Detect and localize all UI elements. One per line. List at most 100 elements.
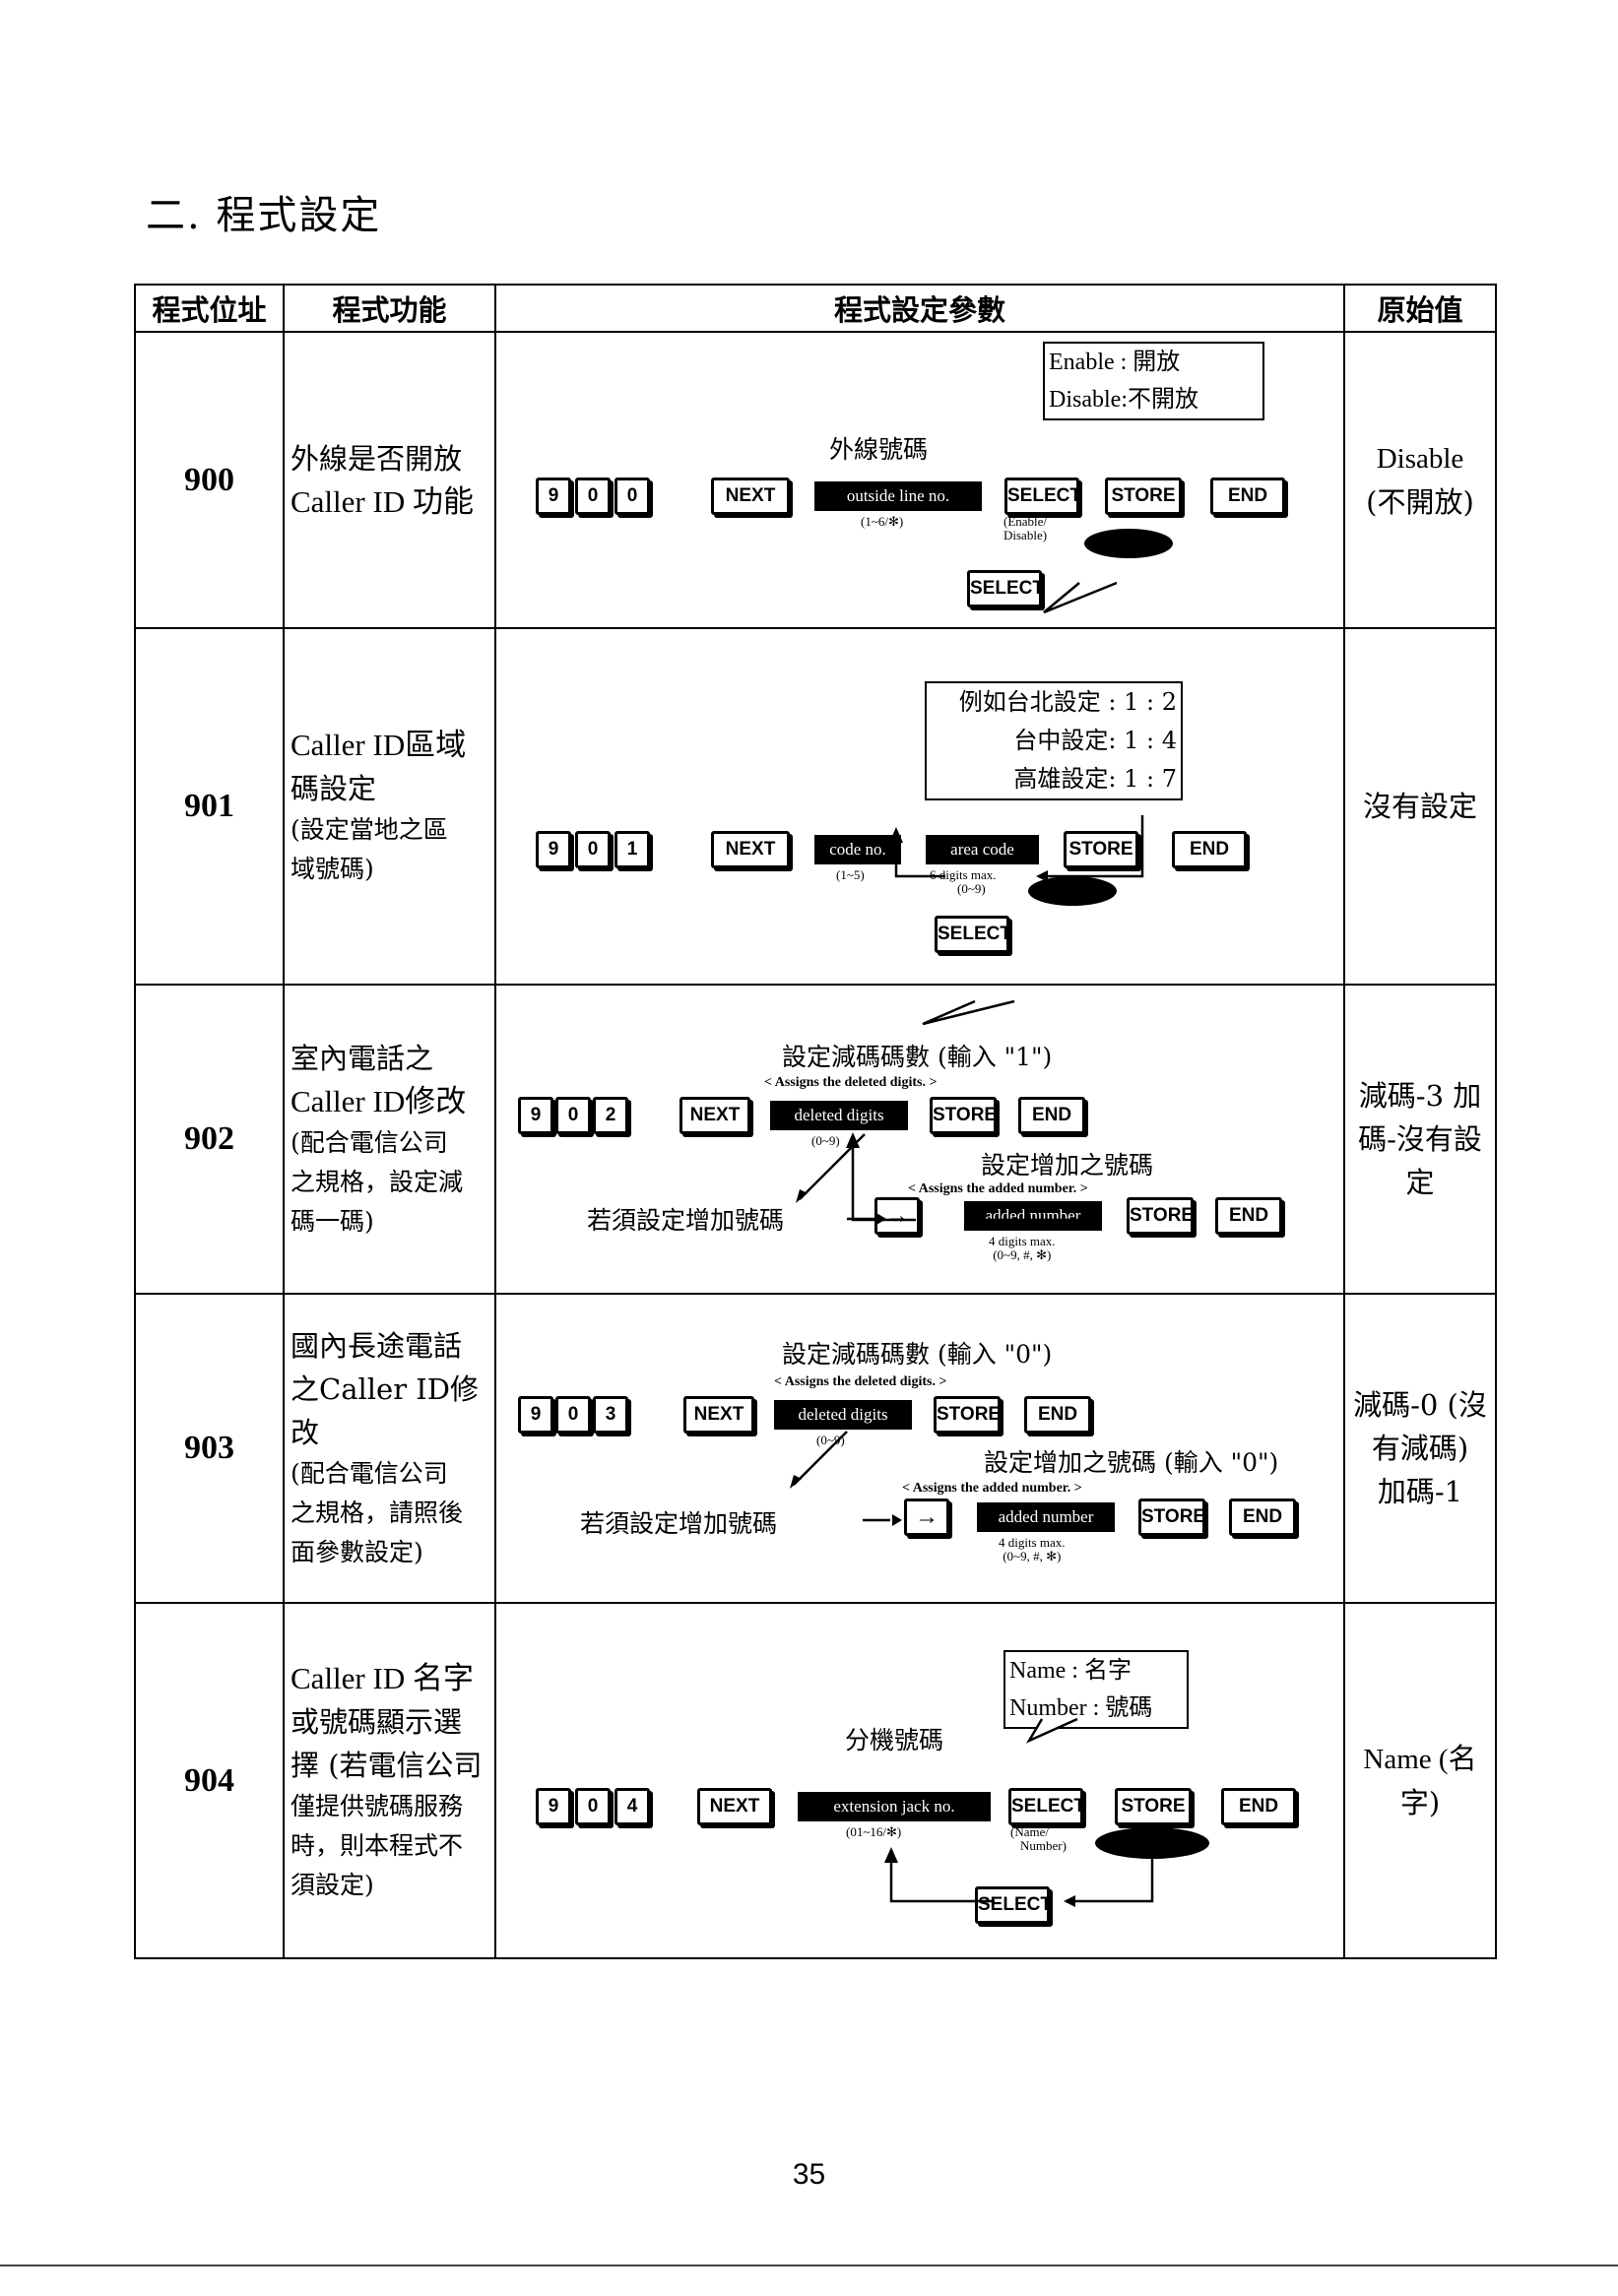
key-2: 2 (593, 1097, 628, 1134)
table-row: 900 外線是否開放 Caller ID 功能 Enable : 開放 Disa… (134, 331, 1497, 629)
default-value: 減碼-0 (沒 有減碼) 加碼-1 (1343, 1293, 1497, 1604)
key-4: 4 (615, 1788, 650, 1825)
callout: 例如台北設定 : 1 : 2 台中設定: 1 : 4 高雄設定: 1 : 7 (925, 681, 1183, 800)
label-add: 設定增加之號碼 (981, 1151, 1154, 1180)
blot (1084, 529, 1173, 558)
label-delete: 設定減碼碼數 (輸入 "0") (782, 1340, 1053, 1369)
default-value: 減碼-3 加 碼-沒有設 定 (1343, 984, 1497, 1295)
end-key: END (1024, 1396, 1091, 1434)
callout: Name : 名字 Number : 號碼 (1003, 1650, 1189, 1729)
arrow-right-key: → (874, 1197, 920, 1235)
program-address: 901 (134, 627, 285, 986)
header-default: 原始值 (1343, 284, 1497, 333)
label-delete: 設定減碼碼數 (輸入 "1") (782, 1043, 1053, 1071)
store-key: STORE (1138, 1499, 1205, 1536)
program-params: 設定減碼碼數 (輸入 "0") < Assigns the deleted di… (494, 1293, 1345, 1604)
table-row: 902 室內電話之 Caller ID修改 (配合電信公司 之規格，設定減 碼一… (134, 984, 1497, 1295)
key-0: 0 (555, 1396, 591, 1434)
field2-notes: 4 digits max. (0~9, #, ✻) (989, 1234, 1056, 1262)
next-key: NEXT (697, 1788, 772, 1825)
field-range: (1~6/✻) (861, 514, 904, 529)
table-header-row: 程式位址 程式功能 程式設定參數 原始值 (134, 284, 1497, 333)
key-0: 0 (575, 478, 611, 515)
next-key: NEXT (683, 1396, 754, 1434)
program-address: 903 (134, 1293, 285, 1604)
key-1: 1 (615, 831, 650, 868)
next-key: NEXT (680, 1097, 750, 1134)
program-address: 902 (134, 984, 285, 1295)
program-function: Caller ID區域 碼設定 (設定當地之區 域號碼) (283, 627, 496, 986)
field-range: (01~16/✻) (846, 1824, 902, 1839)
program-params: 設定減碼碼數 (輸入 "1") < Assigns the deleted di… (494, 984, 1345, 1295)
eng-delete: < Assigns the deleted digits. > (774, 1374, 947, 1389)
program-address: 900 (134, 331, 285, 629)
program-params: Name : 名字 Number : 號碼 分機號碼 9 0 4 NEXT ex… (494, 1602, 1345, 1959)
program-params: 例如台北設定 : 1 : 2 台中設定: 1 : 4 高雄設定: 1 : 7 9… (494, 627, 1345, 986)
field-label: 分機號碼 (845, 1726, 944, 1754)
field-box: deleted digits (774, 1400, 912, 1430)
key-0: 0 (555, 1097, 591, 1134)
key-9: 9 (536, 831, 571, 868)
field-box-2: area code (926, 835, 1039, 864)
label-if: 若須設定增加號碼 (587, 1206, 785, 1235)
eng-add: < Assigns the added number. > (908, 1181, 1088, 1196)
store-key: STORE (1064, 831, 1138, 868)
field-label: 外線號碼 (829, 435, 929, 464)
store-key: STORE (934, 1396, 1001, 1434)
blot (1095, 1827, 1209, 1859)
select-loop-key: SELECT (967, 570, 1044, 607)
select-note: (Name/ Number) (1010, 1824, 1067, 1853)
eng-add: < Assigns the added number. > (902, 1481, 1082, 1496)
select-loop-key: SELECT (935, 916, 1011, 953)
page-number: 35 (792, 2158, 826, 2191)
field-range: (1~5) (836, 867, 865, 882)
default-value: 沒有設定 (1343, 627, 1497, 986)
blot (1028, 876, 1117, 906)
default-value: Name (名 字) (1343, 1602, 1497, 1959)
key-9: 9 (536, 478, 571, 515)
end-key: END (1215, 1197, 1282, 1235)
store-key: STORE (1105, 478, 1182, 515)
key-3: 3 (593, 1396, 628, 1434)
select-key: SELECT (1008, 1788, 1085, 1825)
store-key: STORE (1115, 1788, 1192, 1825)
callout: Enable : 開放 Disable:不開放 (1043, 342, 1264, 420)
store-key: STORE (1127, 1197, 1194, 1235)
eng-delete: < Assigns the deleted digits. > (764, 1075, 938, 1090)
field-box: deleted digits (770, 1101, 908, 1130)
label-add: 設定增加之號碼 (輸入 "0") (984, 1448, 1279, 1477)
select-note: (Enable/ Disable) (1003, 514, 1048, 542)
program-function: 外線是否開放 Caller ID 功能 (283, 331, 496, 629)
key-9: 9 (518, 1097, 553, 1134)
field-box: code no. (814, 835, 901, 864)
program-function: 室內電話之 Caller ID修改 (配合電信公司 之規格，設定減 碼一碼) (283, 984, 496, 1295)
select-loop-key: SELECT (975, 1886, 1052, 1924)
end-key: END (1221, 1788, 1296, 1825)
end-key: END (1018, 1097, 1085, 1134)
section-title: 二. 程式設定 (146, 193, 382, 238)
key-0: 0 (575, 831, 611, 868)
program-function: Caller ID 名字 或號碼顯示選 擇 (若電信公司 僅提供號碼服務 時，則… (283, 1602, 496, 1959)
header-params: 程式設定參數 (494, 284, 1345, 333)
next-key: NEXT (711, 831, 790, 868)
select-key: SELECT (1004, 478, 1081, 515)
table-row: 904 Caller ID 名字 或號碼顯示選 擇 (若電信公司 僅提供號碼服務… (134, 1602, 1497, 1959)
label-if: 若須設定增加號碼 (580, 1509, 778, 1538)
bottom-rule (0, 2264, 1618, 2266)
field2-notes: 4 digits max. (0~9, #, ✻) (999, 1535, 1066, 1563)
store-key: STORE (930, 1097, 997, 1134)
program-settings-table: 程式位址 程式功能 程式設定參數 原始值 900 外線是否開放 Caller I… (134, 284, 1497, 1959)
table-row: 903 國內長途電話 之Caller ID修 改 (配合電信公司 之規格，請照後… (134, 1293, 1497, 1604)
key-0: 0 (615, 478, 650, 515)
end-key: END (1210, 478, 1285, 515)
header-address: 程式位址 (134, 284, 285, 333)
end-key: END (1172, 831, 1247, 868)
field-box: outside line no. (814, 481, 982, 511)
header-function: 程式功能 (283, 284, 496, 333)
table-row: 901 Caller ID區域 碼設定 (設定當地之區 域號碼) 例如台北設定 … (134, 627, 1497, 986)
default-value: Disable (不開放) (1343, 331, 1497, 629)
key-0: 0 (575, 1788, 611, 1825)
field-range: (0~9) (816, 1433, 845, 1447)
next-key: NEXT (711, 478, 790, 515)
